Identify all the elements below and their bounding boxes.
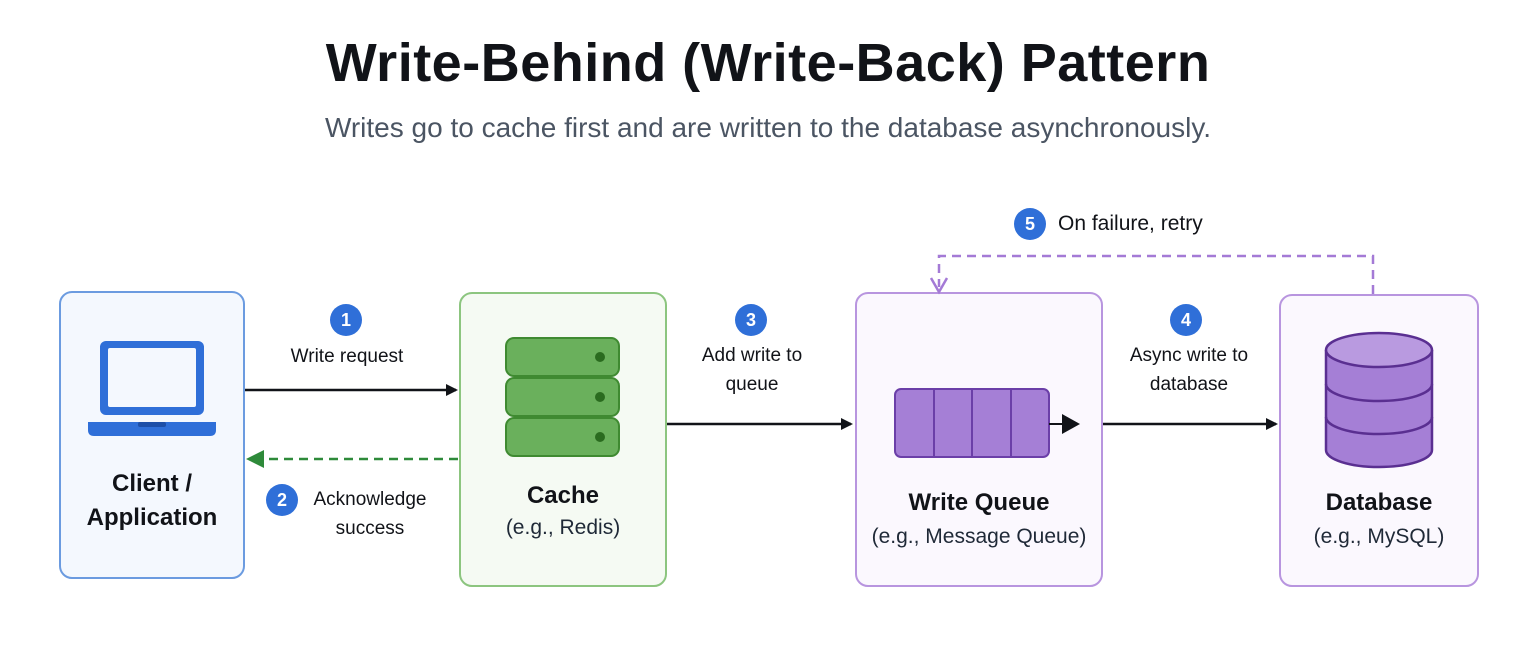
client-label: Client / Application	[86, 470, 218, 531]
step-1-text: Write request	[290, 346, 404, 367]
queue-sublabel: (e.g., Message Queue)	[871, 525, 1087, 548]
acknowledge-arrowhead	[246, 450, 264, 468]
queue-icon	[894, 388, 1080, 458]
database-icon	[1324, 331, 1434, 469]
step-3-badge: 3	[735, 304, 767, 336]
step-3-text: Add write to queue	[701, 345, 803, 395]
database-sublabel: (e.g., MySQL)	[1313, 525, 1445, 548]
step-1-badge: 1	[330, 304, 362, 336]
retry-arrowhead	[929, 277, 949, 295]
server-stack-icon	[505, 337, 620, 457]
page-title: Write-Behind (Write-Back) Pattern	[325, 33, 1211, 93]
page-subtitle: Writes go to cache first and are written…	[324, 112, 1212, 143]
laptop-icon	[88, 341, 216, 436]
step-2-text: Acknowledge success	[313, 489, 427, 539]
step-2-badge: 2	[266, 484, 298, 516]
cache-label: Cache	[526, 482, 600, 509]
step-5-badge: 5	[1014, 208, 1046, 240]
step-5-text: On failure, retry	[1058, 212, 1203, 235]
step-4-text: Async write to database	[1129, 345, 1249, 395]
step-4-badge: 4	[1170, 304, 1202, 336]
cache-sublabel: (e.g., Redis)	[505, 516, 621, 539]
queue-label: Write Queue	[908, 489, 1050, 516]
database-label: Database	[1325, 489, 1433, 516]
retry-arrow	[937, 254, 1375, 294]
